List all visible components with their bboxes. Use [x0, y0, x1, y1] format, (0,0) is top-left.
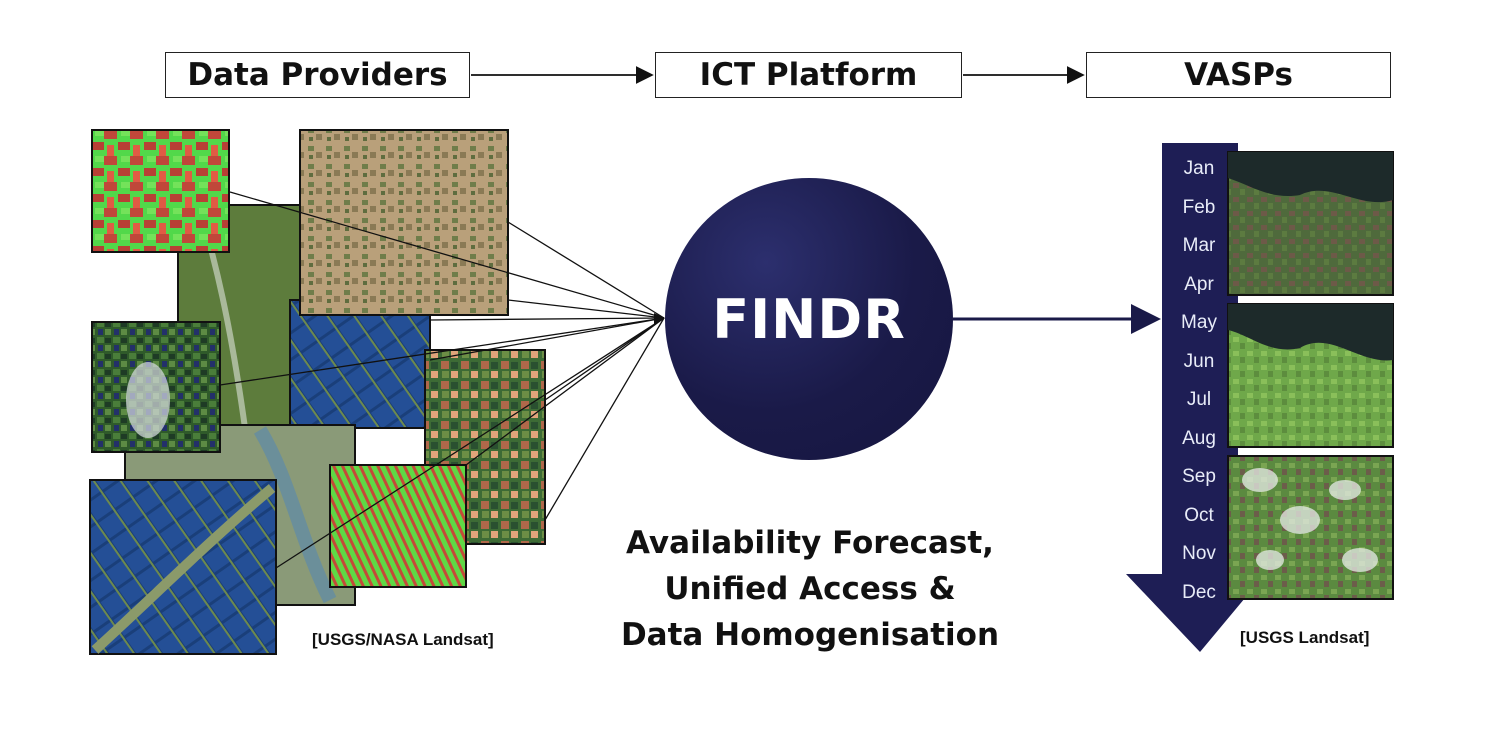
tile-ndvi-2 [329, 464, 467, 588]
findr-platform-circle: FINDR [665, 178, 953, 460]
output-imagery [1227, 151, 1394, 600]
description-line-2: Unified Access & [664, 571, 956, 607]
month-label: Apr [1184, 273, 1214, 295]
month-label: Oct [1184, 504, 1214, 526]
input-imagery-collage [89, 129, 546, 655]
month-label: Aug [1182, 427, 1216, 449]
description-line-1: Availability Forecast, [626, 525, 994, 561]
month-label: Mar [1182, 235, 1216, 257]
timeline-months: Jan Feb Mar Apr May Jun Jul Aug Sep Oct … [1163, 150, 1235, 612]
tile-ndvi-1 [91, 129, 230, 253]
ict-platform-box: ICT Platform [655, 52, 962, 98]
description-line-3: Data Homogenisation [620, 617, 1000, 653]
month-label: Feb [1182, 196, 1216, 218]
vasps-label: VASPs [1184, 57, 1293, 93]
data-providers-label: Data Providers [187, 57, 448, 93]
month-label: Jul [1186, 389, 1212, 411]
month-label: Dec [1182, 581, 1216, 603]
tile-desert-farms [299, 129, 509, 316]
data-providers-box: Data Providers [165, 52, 470, 98]
month-label: Sep [1182, 466, 1216, 488]
month-label: Jun [1183, 350, 1215, 372]
month-label: May [1181, 312, 1217, 334]
ict-platform-label: ICT Platform [699, 57, 918, 93]
platform-description: Availability Forecast, Unified Access & … [580, 520, 1040, 658]
convergence-arrowhead [654, 313, 665, 324]
vasps-box: VASPs [1086, 52, 1391, 98]
credit-left: [USGS/NASA Landsat] [312, 630, 494, 649]
month-label: Nov [1182, 543, 1216, 565]
month-label: Jan [1183, 158, 1215, 180]
credit-right: [USGS Landsat] [1240, 628, 1370, 647]
connector-lines [219, 191, 665, 569]
findr-label: FINDR [712, 287, 906, 351]
